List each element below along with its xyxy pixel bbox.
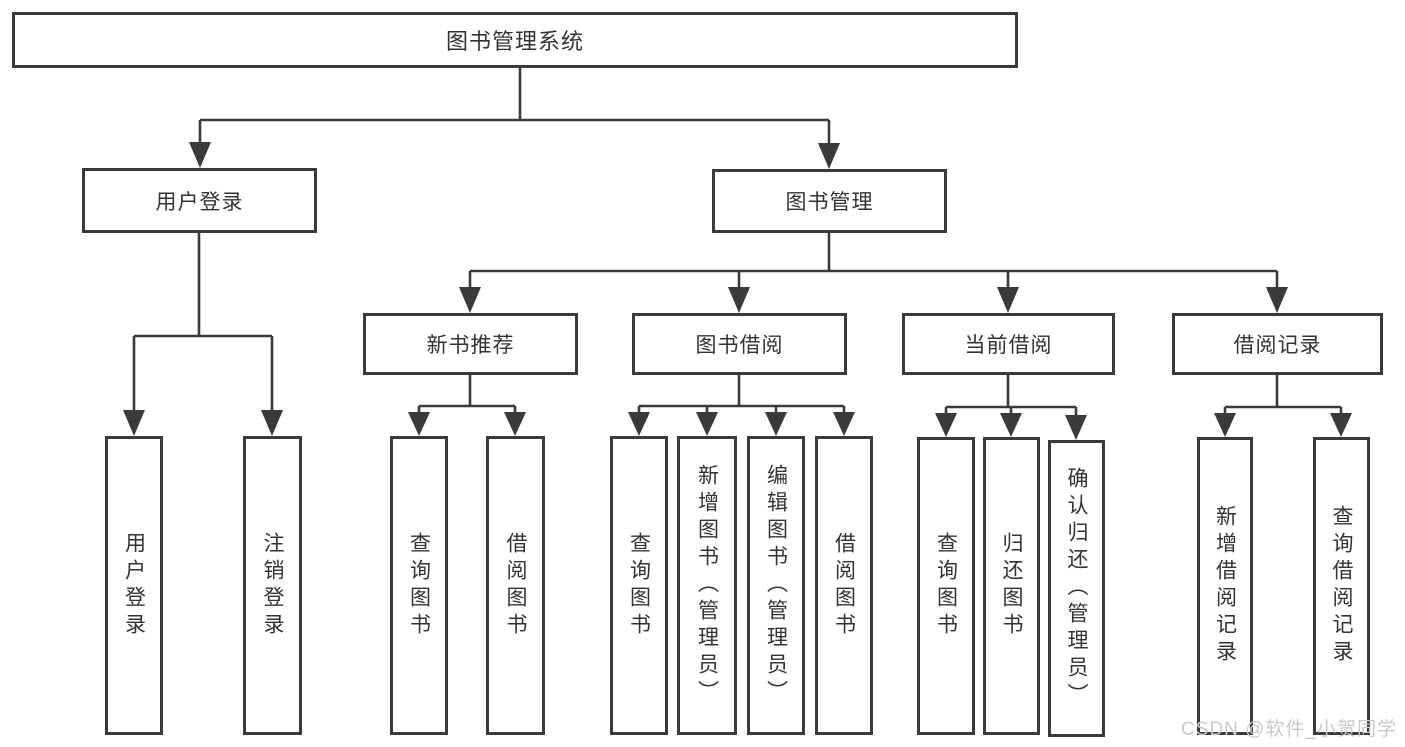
leaf-return-books: 归还图书 <box>983 437 1040 735</box>
leaf-query-books-recommend: 查询图书 <box>390 436 448 735</box>
node-new-book-recommend: 新书推荐 <box>363 313 578 375</box>
leaf-query-books-recommend-label: 查询图书 <box>407 531 431 640</box>
node-current-borrowing: 当前借阅 <box>902 313 1115 375</box>
leaf-add-borrow-record-label: 新增借阅记录 <box>1213 505 1237 667</box>
leaf-logout: 注销登录 <box>243 436 302 735</box>
leaf-query-books-borrowing: 查询图书 <box>610 436 668 735</box>
leaf-query-books-current-label: 查询图书 <box>934 532 958 640</box>
leaf-query-books-borrowing-label: 查询图书 <box>627 531 651 640</box>
leaf-borrow-books-recommend-label: 借阅图书 <box>504 531 527 640</box>
leaf-logout-label: 注销登录 <box>261 531 284 640</box>
leaf-borrow-books-recommend: 借阅图书 <box>486 436 545 735</box>
leaf-return-books-label: 归还图书 <box>1000 532 1023 640</box>
node-book-borrowing: 图书借阅 <box>632 313 847 375</box>
leaf-edit-book-admin-label: 编辑图书（管理员） <box>764 464 788 707</box>
leaf-confirm-return-admin-label: 确认归还（管理员） <box>1065 467 1088 710</box>
leaf-query-borrow-record-label: 查询借阅记录 <box>1330 505 1353 667</box>
leaf-user-login-label: 用户登录 <box>122 531 146 640</box>
leaf-add-book-admin-label: 新增图书（管理员） <box>695 464 719 707</box>
node-borrowing-records: 借阅记录 <box>1172 313 1383 375</box>
leaf-add-borrow-record: 新增借阅记录 <box>1197 437 1253 735</box>
node-user-login: 用户登录 <box>82 168 317 233</box>
leaf-borrow-books-borrowing: 借阅图书 <box>815 436 873 735</box>
node-root-book-management-system: 图书管理系统 <box>12 12 1018 68</box>
leaf-query-borrow-record: 查询借阅记录 <box>1313 437 1370 735</box>
leaf-user-login: 用户登录 <box>105 436 163 735</box>
leaf-add-book-admin: 新增图书（管理员） <box>677 436 737 735</box>
leaf-confirm-return-admin: 确认归还（管理员） <box>1048 440 1105 737</box>
leaf-query-books-current: 查询图书 <box>917 437 975 735</box>
node-book-management: 图书管理 <box>712 169 947 233</box>
leaf-edit-book-admin: 编辑图书（管理员） <box>747 436 805 735</box>
leaf-borrow-books-borrowing-label: 借阅图书 <box>832 531 856 640</box>
